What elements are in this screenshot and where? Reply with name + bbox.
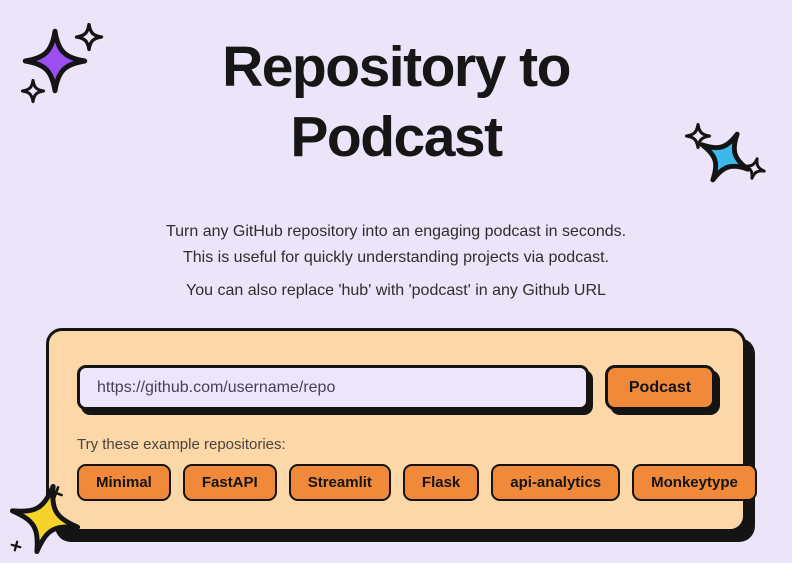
plus-mark-icon <box>10 540 22 552</box>
description: Turn any GitHub repository into an engag… <box>0 219 792 304</box>
example-repo-button-monkeytype[interactable]: Monkeytype <box>632 464 757 501</box>
podcast-submit-button[interactable]: Podcast <box>605 365 715 410</box>
examples-label: Try these example repositories: <box>77 436 286 453</box>
example-repo-button-api-analytics[interactable]: api-analytics <box>491 464 621 501</box>
example-repo-button-flask[interactable]: Flask <box>402 464 480 501</box>
url-form-row: Podcast <box>77 365 715 410</box>
example-repo-button-minimal[interactable]: Minimal <box>77 464 171 501</box>
repo-to-podcast-card: Podcast Try these example repositories: … <box>46 328 757 532</box>
description-line1: Turn any GitHub repository into an engag… <box>165 223 627 240</box>
example-repo-button-fastapi[interactable]: FastAPI <box>182 464 277 501</box>
example-repo-button-streamlit[interactable]: Streamlit <box>288 464 391 501</box>
page-title-line2: Podcast <box>290 105 503 169</box>
description-line2: This is useful for quickly understanding… <box>183 249 609 266</box>
repo-url-input[interactable] <box>77 365 589 410</box>
page-title-line1: Repository to <box>222 35 571 99</box>
description-line3: You can also replace 'hub' with 'podcast… <box>186 282 606 299</box>
examples-row: Minimal FastAPI Streamlit Flask api-anal… <box>77 464 757 501</box>
